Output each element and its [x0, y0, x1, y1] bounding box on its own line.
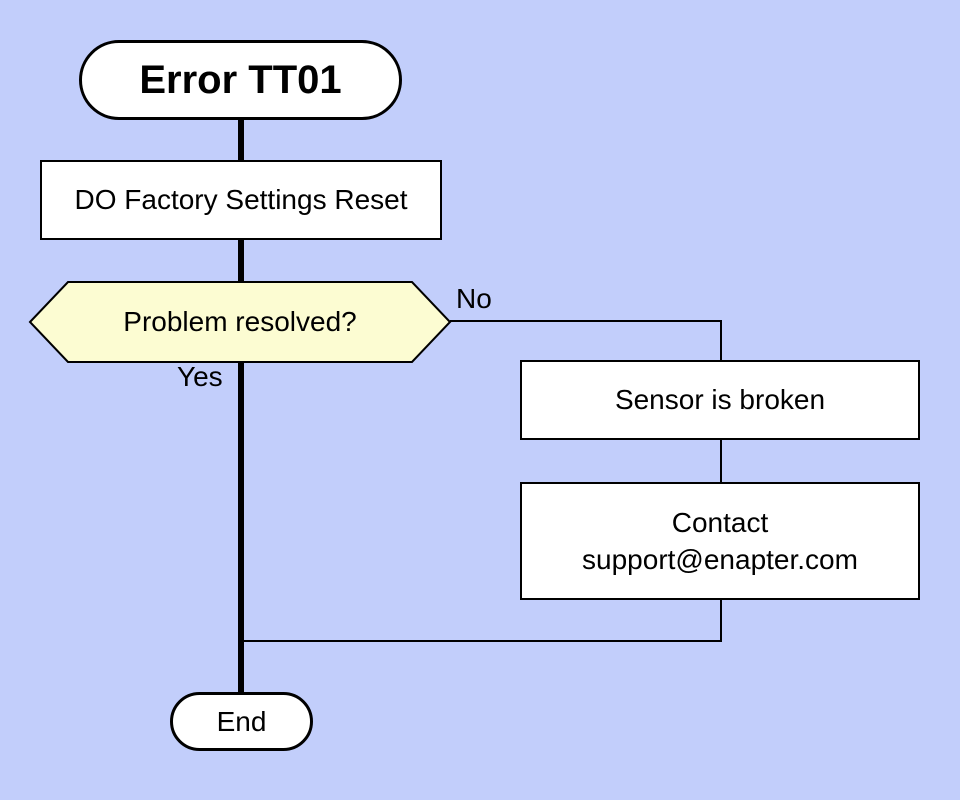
edge-label-yes: Yes — [177, 361, 223, 392]
node-start-label: Error TT01 — [139, 58, 342, 102]
node-contact-support-line1: Contact — [671, 507, 769, 538]
edge-label-no: No — [456, 283, 492, 314]
node-sensor-broken: Sensor is broken — [520, 360, 920, 440]
node-decision: Problem resolved? — [30, 282, 450, 362]
node-sensor-broken-label: Sensor is broken — [614, 384, 826, 416]
node-start: Error TT01 — [79, 40, 402, 120]
node-contact-support: Contact support@enapter.com — [520, 482, 920, 600]
node-contact-support-line2: support@enapter.com — [582, 544, 858, 575]
node-decision-label: Problem resolved? — [123, 306, 357, 337]
node-end-label: End — [216, 705, 267, 737]
node-end: End — [170, 692, 313, 751]
node-factory-reset-label: DO Factory Settings Reset — [74, 184, 408, 216]
edge-no-branch — [450, 320, 722, 360]
decision-shape — [28, 281, 452, 363]
node-factory-reset: DO Factory Settings Reset — [40, 160, 442, 240]
edge-contact-to-spine — [241, 599, 722, 642]
